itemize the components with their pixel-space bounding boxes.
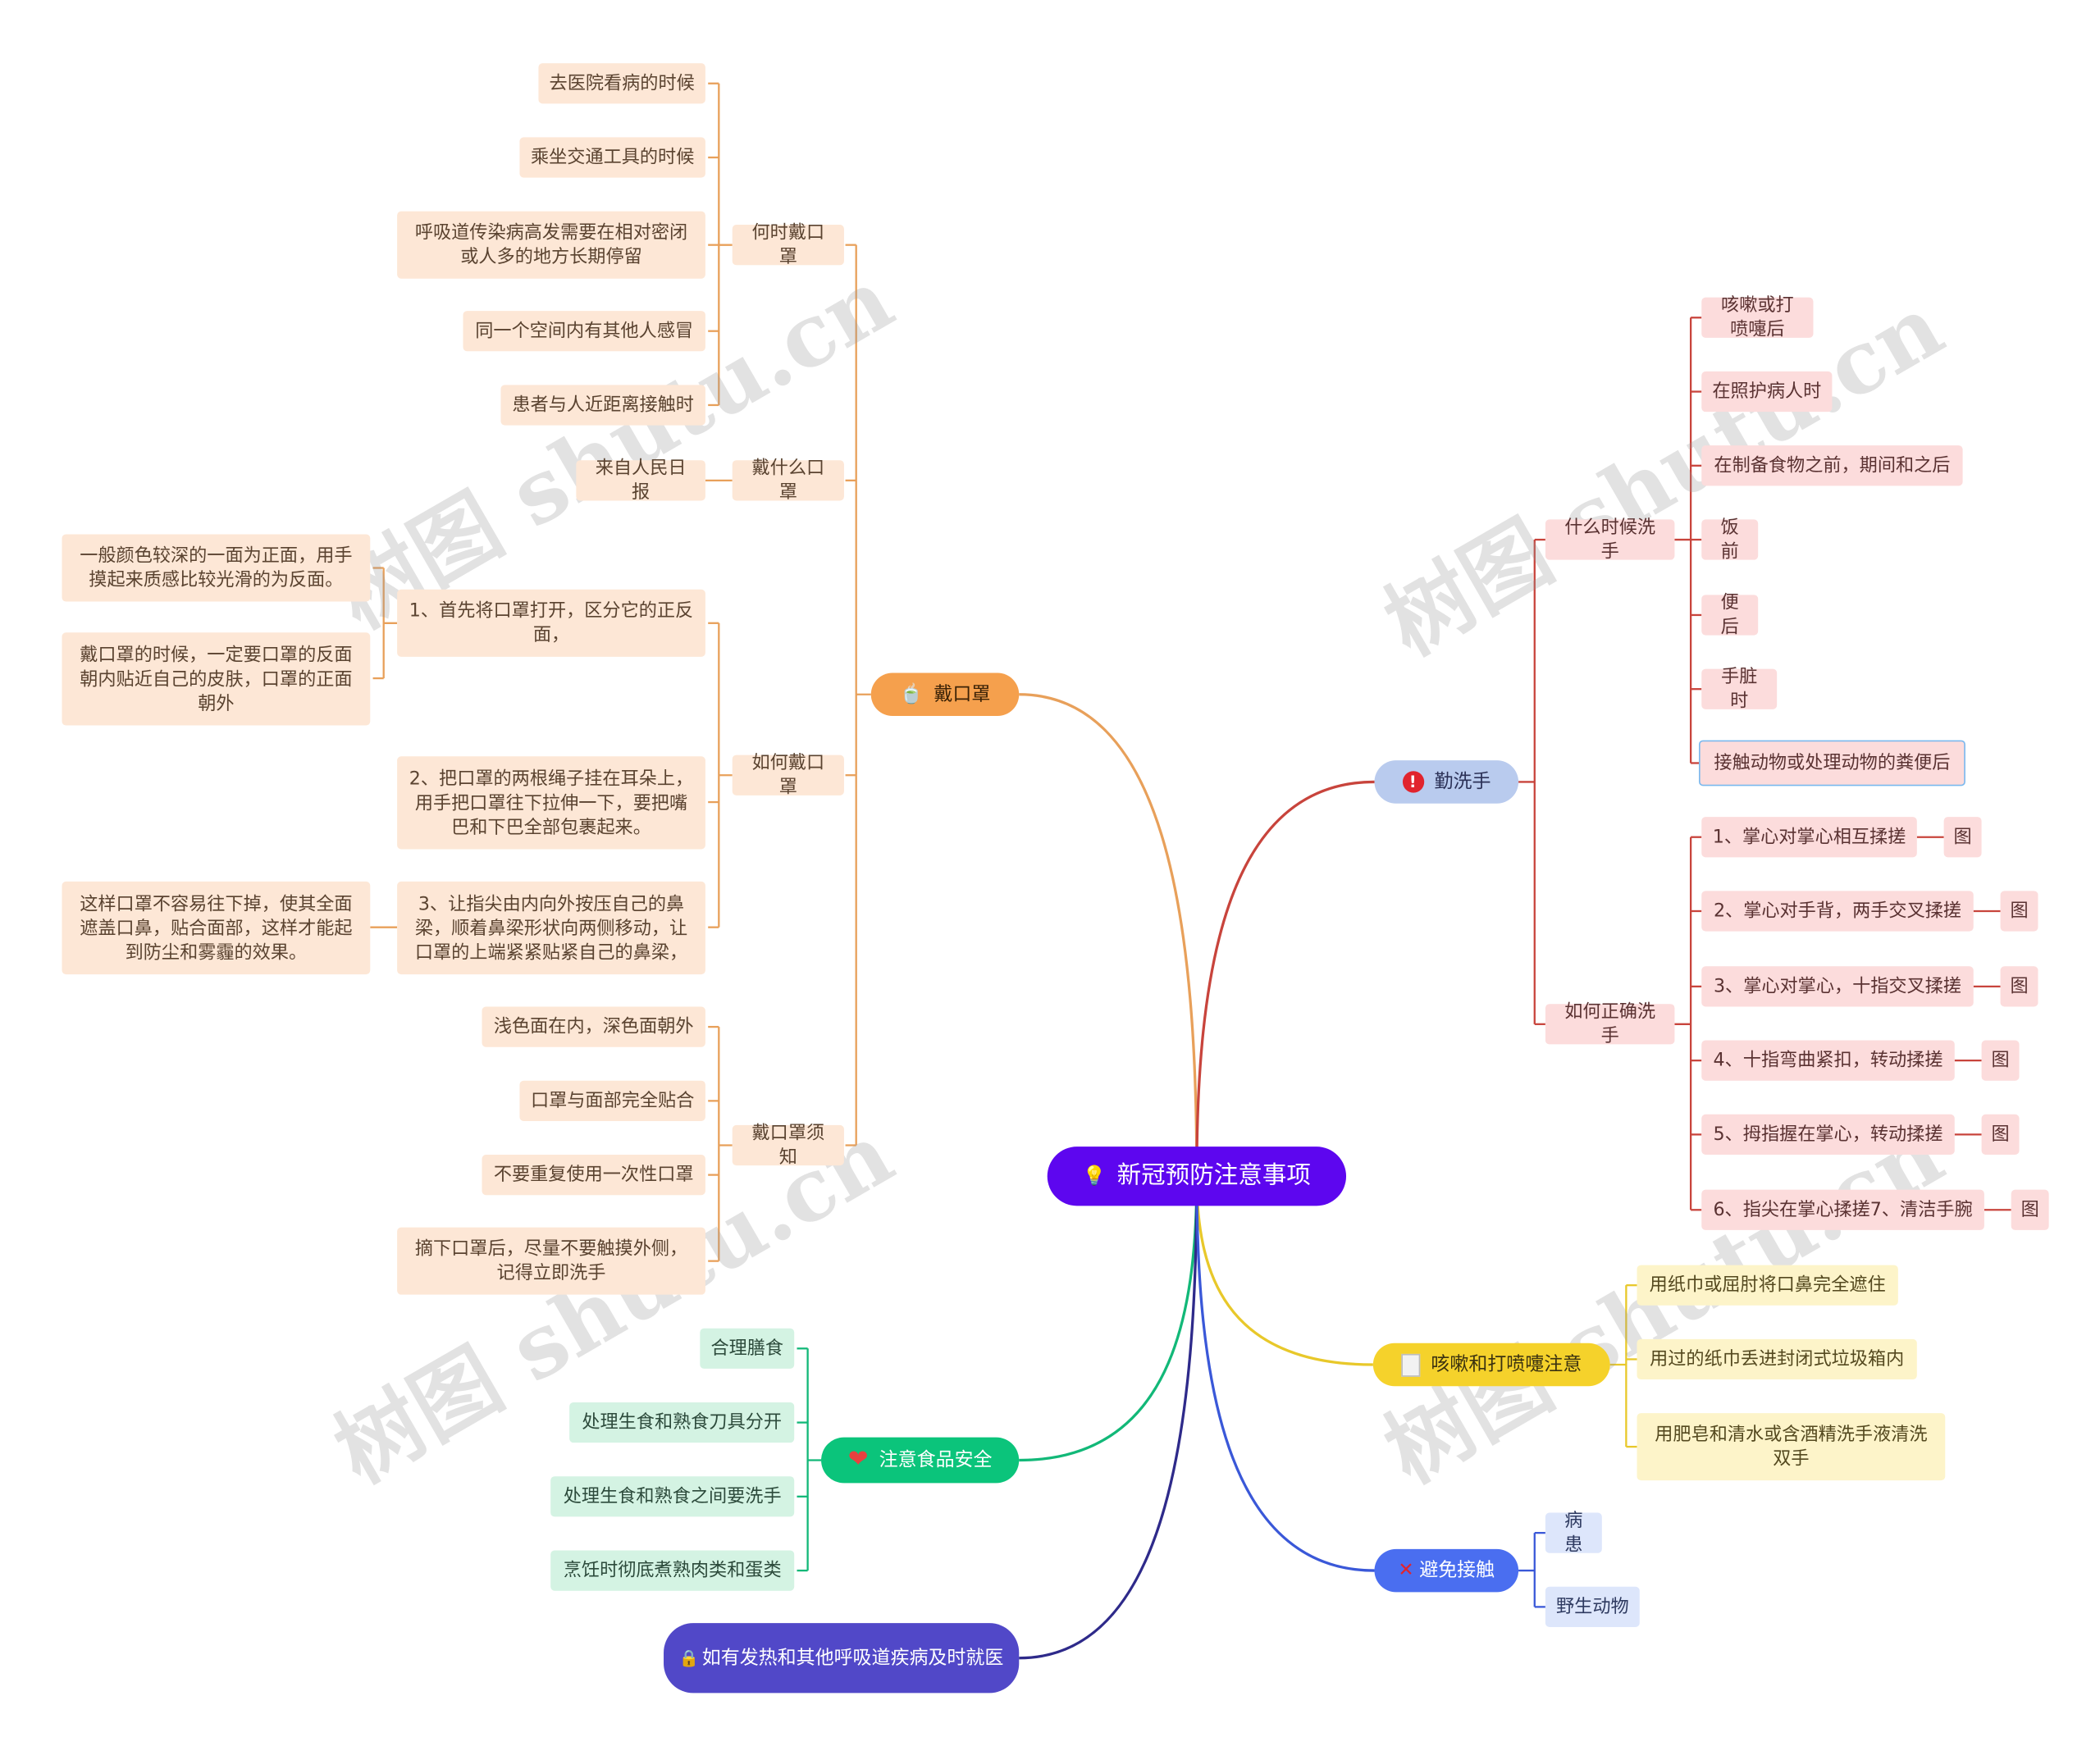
wash-how[interactable]: 如何正确洗手 (1545, 1001, 1675, 1047)
branch-label: 勤洗手 (1434, 771, 1491, 793)
lightbulb-icon: 💡 (1082, 1165, 1107, 1188)
food-item[interactable]: 合理膳食 (700, 1328, 795, 1369)
mask-notice[interactable]: 戴口罩须知 (732, 1123, 844, 1168)
wash-how-item[interactable]: 1、掌心对掌心相互揉搓 (1701, 817, 1917, 858)
branch-wash[interactable]: ! 勤洗手 (1374, 760, 1519, 804)
cough-item[interactable]: 用纸巾或屈肘将口鼻完全遮住 (1637, 1265, 1898, 1306)
wash-when-item[interactable]: 手脏时 (1701, 666, 1778, 712)
avoid-item[interactable]: 野生动物 (1545, 1586, 1640, 1628)
image-tag[interactable]: 图 (1981, 1040, 2020, 1081)
root-connector (1019, 1176, 1198, 1462)
branch-cough[interactable]: 咳嗽和打喷嚏注意 (1372, 1343, 1610, 1387)
document-icon (1401, 1353, 1421, 1376)
root-connector (1195, 780, 1375, 1177)
mask-notice-item[interactable]: 摘下口罩后，尽量不要触摸外侧，记得立即洗手 (397, 1227, 705, 1295)
avoid-item[interactable]: 病患 (1545, 1510, 1602, 1556)
root-topic[interactable]: 💡 新冠预防注意事项 (1047, 1147, 1347, 1206)
wash-how-item[interactable]: 5、拇指握在掌心，转动揉搓 (1701, 1114, 1955, 1156)
branch-mask[interactable]: 🍵 戴口罩 (870, 672, 1020, 717)
branch-food[interactable]: ❤ 注意食品安全 (821, 1437, 1020, 1484)
branch-doctor[interactable]: 🔒如有发热和其他呼吸道疾病及时就医 (664, 1623, 1020, 1694)
root-title: 新冠预防注意事项 (1116, 1161, 1311, 1190)
alert-icon: ! (1402, 771, 1424, 793)
root-connector (1019, 1176, 1198, 1660)
branch-label: 🔒如有发热和其他呼吸道疾病及时就医 (678, 1647, 1004, 1669)
wash-when[interactable]: 什么时候洗手 (1545, 517, 1675, 563)
mask-how-step3-note[interactable]: 这样口罩不容易往下掉，使其全面遮盖口鼻，贴合面部，这样才能起到防尘和雾霾的效果。 (62, 881, 371, 975)
image-tag[interactable]: 图 (1981, 1114, 2020, 1156)
branch-avoid[interactable]: ✕ 避免接触 (1374, 1548, 1519, 1593)
root-connector (1019, 693, 1198, 1177)
food-item[interactable]: 烹饪时彻底煮熟肉类和蛋类 (550, 1550, 795, 1591)
mask-how-step1-note[interactable]: 一般颜色较深的一面为正面，用手摸起来质感比较光滑的为反面。 (62, 534, 371, 602)
teacup-icon: 🍵 (899, 683, 924, 705)
mask-when-item[interactable]: 去医院看病的时候 (538, 63, 705, 104)
heart-icon: ❤ (847, 1445, 869, 1474)
wash-how-item[interactable]: 6、指尖在掌心揉搓7、清洁手腕 (1701, 1189, 1984, 1230)
image-tag[interactable]: 图 (1943, 817, 1982, 858)
mask-how-step2[interactable]: 2、把口罩的两根绳子挂在耳朵上，用手把口罩往下拉伸一下，要把嘴巴和下巴全部包裹起… (397, 756, 705, 850)
mask-when-item[interactable]: 呼吸道传染病高发需要在相对密闭或人多的地方长期停留 (397, 211, 705, 279)
branch-label: 注意食品安全 (879, 1449, 993, 1471)
branch-label: 戴口罩 (934, 683, 991, 705)
branch-label: 避免接触 (1419, 1559, 1495, 1582)
mask-how[interactable]: 如何戴口罩 (732, 752, 844, 798)
food-item[interactable]: 处理生食和熟食之间要洗手 (550, 1476, 795, 1517)
mask-notice-item[interactable]: 浅色面在内，深色面朝外 (482, 1006, 705, 1047)
branch-label: 咳嗽和打喷嚏注意 (1431, 1353, 1582, 1376)
food-item[interactable]: 处理生食和熟食刀具分开 (569, 1402, 795, 1443)
mask-how-step1[interactable]: 1、首先将口罩打开，区分它的正反面， (397, 589, 705, 657)
cough-item[interactable]: 用过的纸巾丢进封闭式垃圾箱内 (1637, 1338, 1917, 1380)
wash-when-item[interactable]: 在制备食物之前，期间和之后 (1701, 445, 1963, 486)
mask-how-step1-note[interactable]: 戴口罩的时候，一定要口罩的反面朝内贴近自己的皮肤，口罩的正面朝外 (62, 632, 371, 726)
wash-when-item[interactable]: 接触动物或处理动物的粪便后 (1698, 740, 1965, 786)
image-tag[interactable]: 图 (2000, 891, 2038, 932)
wash-how-item[interactable]: 2、掌心对手背，两手交叉揉搓 (1701, 891, 1974, 932)
wash-how-item[interactable]: 4、十指弯曲紧扣，转动揉搓 (1701, 1040, 1955, 1081)
image-tag[interactable]: 图 (2011, 1189, 2049, 1230)
mask-what[interactable]: 戴什么口罩 (732, 458, 844, 504)
mask-notice-item[interactable]: 不要重复使用一次性口罩 (482, 1155, 705, 1196)
wash-when-item[interactable]: 在照护病人时 (1701, 371, 1833, 413)
wash-when-item[interactable]: 便后 (1701, 592, 1759, 638)
image-tag[interactable]: 图 (2000, 966, 2038, 1007)
wash-how-item[interactable]: 3、掌心对掌心，十指交叉揉搓 (1701, 966, 1974, 1007)
mask-how-step3[interactable]: 3、让指尖由内向外按压自己的鼻梁，顺着鼻梁形状向两侧移动，让口罩的上端紧紧贴紧自… (397, 881, 705, 975)
mask-when-item[interactable]: 同一个空间内有其他人感冒 (463, 311, 705, 352)
cough-item[interactable]: 用肥皂和清水或含酒精洗手液清洗双手 (1637, 1413, 1946, 1481)
mask-when-item[interactable]: 患者与人近距离接触时 (500, 385, 705, 426)
wash-when-item[interactable]: 饭前 (1701, 517, 1759, 563)
mask-when[interactable]: 何时戴口罩 (732, 222, 844, 268)
mask-notice-item[interactable]: 口罩与面部完全贴合 (519, 1080, 705, 1121)
mask-when-item[interactable]: 乘坐交通工具的时候 (519, 137, 705, 178)
lock-icon: 🔒 (678, 1648, 700, 1668)
wash-when-item[interactable]: 咳嗽或打喷嚏后 (1701, 294, 1814, 340)
close-icon: ✕ (1398, 1559, 1414, 1582)
root-connector (1195, 1176, 1375, 1572)
mask-what-item[interactable]: 来自人民日报 (576, 458, 705, 504)
